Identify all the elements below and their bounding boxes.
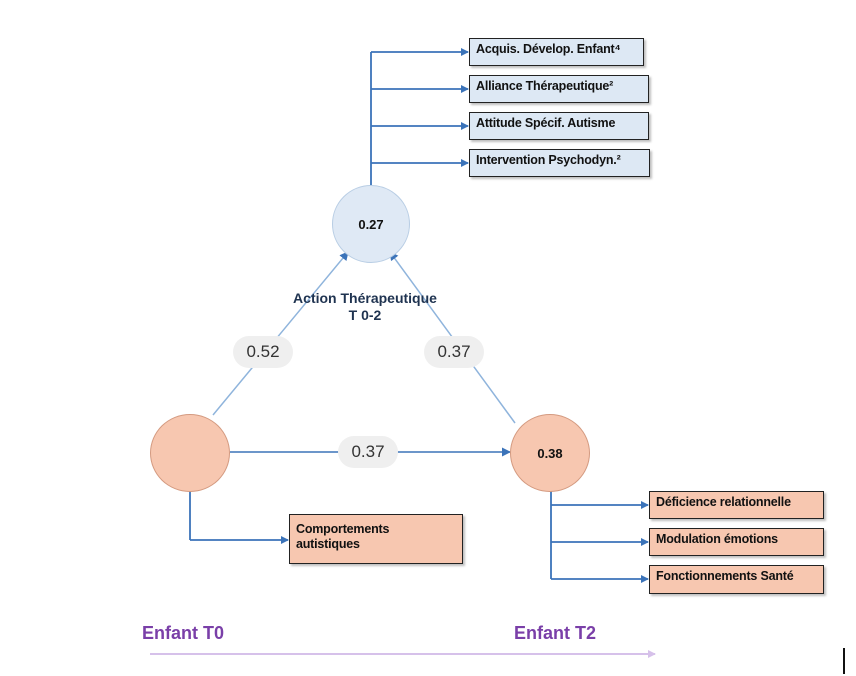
outcome-label: Déficience relationnelle	[656, 495, 791, 509]
indicator-label: Alliance Thérapeutique²	[476, 79, 614, 93]
coef-left-to-action: 0.52	[233, 336, 293, 368]
outcome-label: Modulation émotions	[656, 532, 778, 546]
indicator-box-intervention: Intervention Psychodyn.²	[469, 149, 650, 177]
outcome-label: Fonctionnements Santé	[656, 569, 794, 583]
indicator-box-alliance: Alliance Thérapeutique²	[469, 75, 649, 103]
deficience-relationnelle-box: Déficience relationnelle	[649, 491, 824, 519]
left-node-connector	[189, 490, 289, 544]
indicator-label: Intervention Psychodyn.²	[476, 153, 621, 167]
indicator-box-attitude: Attitude Spécif. Autisme	[469, 112, 649, 140]
coef-right-to-action: 0.37	[424, 336, 484, 368]
indicator-label: Attitude Spécif. Autisme	[476, 116, 616, 130]
coef-value: 0.52	[246, 342, 280, 361]
coef-value: 0.37	[351, 442, 385, 461]
indicator-box-acquis: Acquis. Dévelop. Enfant⁴	[469, 38, 644, 66]
indicator-label: Acquis. Dévelop. Enfant⁴	[476, 42, 621, 56]
action-node-value: 0.27	[358, 216, 384, 232]
comportements-label: Comportements autistiques	[296, 522, 390, 551]
fonctionnements-sante-box: Fonctionnements Santé	[649, 565, 824, 594]
action-therapeutique-node: 0.27	[332, 185, 410, 263]
enfant-t0-node	[150, 414, 230, 492]
comportements-autistiques-box: Comportements autistiques	[289, 514, 463, 564]
action-indicator-connectors	[370, 48, 469, 185]
timeline-end-label: Enfant T2	[514, 623, 597, 643]
action-therapeutique-label: Action Thérapeutique T 0-2	[270, 290, 460, 324]
enfant-t2-node: 0.38	[510, 414, 590, 492]
right-node-connectors	[550, 490, 649, 583]
timeline-start-label: Enfant T0	[142, 623, 225, 643]
action-label-line2: T 0-2	[348, 307, 382, 323]
right-node-value: 0.38	[537, 445, 563, 461]
text-cursor	[843, 648, 845, 674]
action-label-line1: Action Thérapeutique	[293, 290, 437, 306]
coef-value: 0.37	[437, 342, 471, 361]
coef-left-to-right: 0.37	[338, 436, 398, 468]
modulation-emotions-box: Modulation émotions	[649, 528, 824, 556]
